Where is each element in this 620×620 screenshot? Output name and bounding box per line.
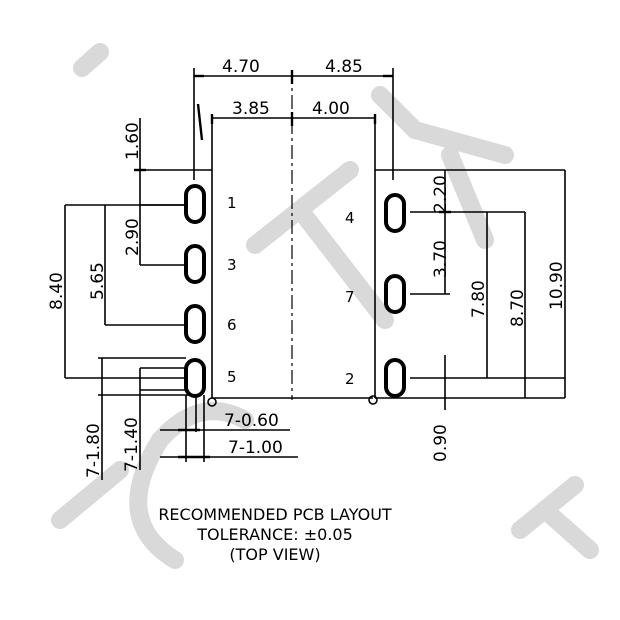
left-dimensions	[64, 118, 212, 480]
dim-left-pin1-to-6: 5.65	[88, 262, 108, 300]
slot-width-dimensions	[160, 395, 298, 462]
dim-left-pin1-to-5: 8.40	[47, 272, 67, 310]
right-dimensions	[410, 170, 566, 410]
pin-label-5: 5	[227, 368, 237, 386]
dim-top-right-inner: 4.00	[312, 99, 350, 119]
dim-top-left-outer: 4.70	[222, 57, 260, 77]
pad-7	[384, 274, 406, 314]
dim-left-pitch: 2.90	[123, 218, 143, 256]
dim-left-slot-length: 7-1.80	[84, 423, 104, 478]
dim-right-pin4-to-2: 7.80	[469, 280, 489, 318]
pad-5	[184, 358, 206, 398]
pad-3	[184, 244, 206, 284]
dim-right-top-offset: 2.20	[431, 175, 451, 213]
caption-title: RECOMMENDED PCB LAYOUT	[158, 505, 392, 524]
watermark	[51, 43, 599, 569]
dim-slot-width: 7-0.60	[224, 411, 279, 431]
dim-right-bottom-offset: 0.90	[431, 424, 451, 462]
pad-2	[384, 358, 406, 398]
caption-view: (TOP VIEW)	[229, 545, 320, 564]
pin-label-1: 1	[227, 194, 237, 212]
dim-right-span: 8.70	[508, 289, 528, 327]
pin-label-3: 3	[227, 256, 237, 274]
dim-right-total: 10.90	[547, 261, 567, 310]
dim-slot-width-b: 7-1.00	[228, 438, 283, 458]
component-outline	[207, 70, 565, 407]
top-dimensions	[193, 68, 394, 180]
dim-left-top-offset: 1.60	[123, 122, 143, 160]
pin-label-6: 6	[227, 316, 237, 334]
pad-6	[184, 304, 206, 344]
pin-label-4: 4	[345, 209, 355, 227]
caption-tolerance: TOLERANCE: ±0.05	[196, 525, 353, 544]
dim-left-slot-length-b: 7-1.40	[122, 417, 142, 472]
pad-4	[384, 193, 406, 233]
dim-top-left-inner: 3.85	[232, 99, 270, 119]
dim-right-pitch: 3.70	[431, 240, 451, 278]
pin-label-7: 7	[345, 288, 355, 306]
pad-1	[184, 184, 206, 224]
pads	[184, 184, 406, 398]
pin-label-2: 2	[345, 370, 355, 388]
dim-top-right-outer: 4.85	[325, 57, 363, 77]
